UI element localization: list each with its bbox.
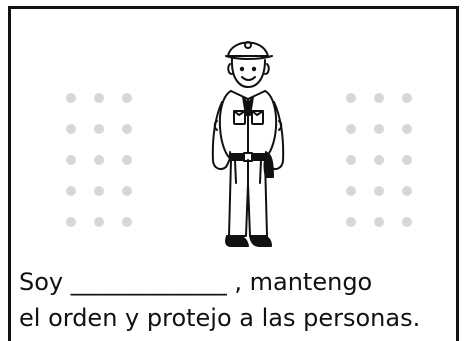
right-dot-pattern xyxy=(346,93,426,233)
left-dot-pattern xyxy=(66,93,146,233)
sentence-text: Soy _____________ , mantengo el orden y … xyxy=(19,264,464,336)
sentence-line-2: el orden y protejo a las personas. xyxy=(19,304,421,332)
sentence-line-1: Soy _____________ , mantengo xyxy=(19,268,373,296)
police-officer-illustration xyxy=(211,41,285,247)
worksheet-card: Soy _____________ , mantengo el orden y … xyxy=(8,6,459,341)
